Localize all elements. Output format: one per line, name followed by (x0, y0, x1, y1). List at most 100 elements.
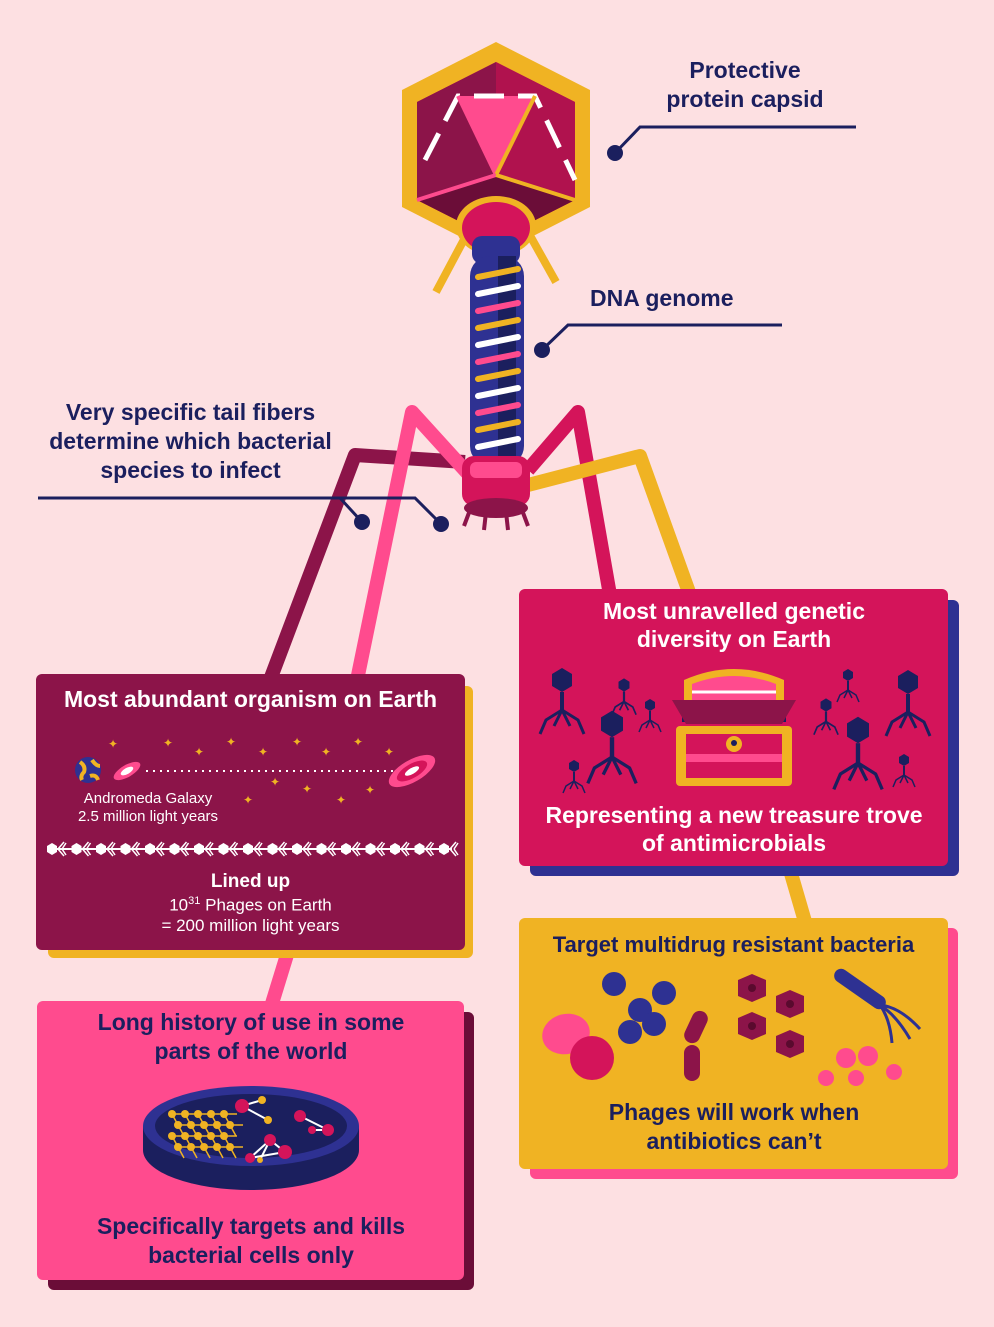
svg-text:✦: ✦ (353, 735, 363, 749)
petri-dish-icon (143, 1086, 359, 1190)
card-abundant: ✦✦✦ ✦✦✦ ✦✦✦ ✦✦✦ ✦✦ (36, 674, 473, 958)
phage-icon (611, 678, 637, 716)
dna-stripe (475, 351, 521, 365)
mini-phage-icon (194, 843, 204, 855)
mini-phage-icon (145, 843, 155, 855)
dna-stripe (475, 266, 521, 280)
phage-icon (562, 760, 586, 794)
bacterium-dot (226, 1143, 234, 1151)
bacterium-dot (187, 1121, 195, 1129)
svg-text:✦: ✦ (258, 745, 268, 759)
phage-icon (832, 716, 884, 791)
bacterium-dot (181, 1132, 189, 1140)
phage-swarm (538, 668, 932, 794)
svg-text:✦: ✦ (226, 735, 236, 749)
dna-stripe (475, 419, 521, 433)
phage-icon (892, 754, 916, 788)
phage-icon (813, 698, 839, 736)
mini-phage-icon (390, 843, 400, 855)
mini-phage-icon (71, 843, 82, 855)
bacterium-dot (168, 1132, 176, 1140)
tail-fiber-legs (263, 405, 813, 1013)
multidrug-subtitle: Phages will work when antibiotics can’t (608, 1099, 860, 1154)
svg-text:✦: ✦ (384, 745, 394, 759)
fiber-pointer-dot-1 (354, 514, 370, 530)
bacterium-dot (200, 1143, 208, 1151)
bacterium-dot (220, 1110, 228, 1118)
bacterium-dot (187, 1143, 195, 1151)
mini-phage-icon (120, 843, 131, 855)
svg-text:✦: ✦ (321, 745, 331, 759)
lined-up-heading: Lined up (210, 871, 291, 892)
galaxy-icon-small (113, 761, 141, 781)
dna-stripe (475, 334, 521, 348)
bacterium-dot (220, 1132, 228, 1140)
dna-stripe (475, 283, 521, 297)
mini-phage-icon (341, 843, 351, 855)
andromeda-galaxy-icon (388, 754, 436, 788)
treasure-chest-icon (672, 669, 796, 786)
mini-phage-icon (267, 843, 278, 855)
capsid-pointer-dot (607, 145, 623, 161)
dna-tail-sheath (470, 256, 524, 466)
card-multidrug (519, 918, 958, 1179)
bacterium-dot (174, 1143, 182, 1151)
phage-icon (638, 699, 662, 733)
galaxy-name: Andromeda Galaxy (83, 790, 213, 807)
bacterium-dot (226, 1121, 234, 1129)
dna-genome-label: DNA genome (590, 285, 734, 311)
mini-phage-icon (439, 843, 449, 855)
mini-phage-icon (96, 843, 106, 855)
mini-phage-icon (169, 843, 180, 855)
diversity-title: Most unravelled genetic diversity on Ear… (602, 598, 865, 652)
bacterium-dot (168, 1110, 176, 1118)
bacterium-dot (194, 1110, 202, 1118)
phage-icon (836, 669, 860, 703)
phage-icon (538, 668, 586, 735)
mini-phage-icon (292, 843, 302, 855)
phage-count-base: 10 (169, 895, 189, 915)
history-title: Long history of use in some parts of the… (97, 1009, 405, 1064)
multidrug-title: Target multidrug resistant bacteria (552, 932, 915, 957)
phage-baseplate (462, 456, 530, 531)
abundant-title: Most abundant organism on Earth (63, 686, 438, 712)
bacterium-dot (213, 1121, 221, 1129)
dna-stripe (475, 368, 521, 382)
phage-icon (884, 670, 932, 737)
bacteria-illustration (542, 968, 922, 1086)
dna-stripe (475, 436, 521, 450)
dna-genome (475, 266, 521, 450)
dna-stripe (475, 317, 521, 331)
dna-stripe (475, 300, 521, 314)
lined-up-phages (47, 841, 459, 857)
galaxy-distance: 2.5 million light years (77, 808, 219, 825)
bacterium-dot (194, 1132, 202, 1140)
bacterium-dot (174, 1121, 182, 1129)
phage-icon (586, 710, 638, 785)
svg-text:✦: ✦ (292, 735, 302, 749)
mini-phage-icon (218, 843, 229, 855)
history-subtitle: Specifically targets and kills bacterial… (96, 1213, 406, 1268)
dna-pointer-dot (534, 342, 550, 358)
svg-text:✦: ✦ (270, 775, 280, 789)
bacterium-dot (213, 1143, 221, 1151)
leader-lines (38, 125, 856, 532)
bacterium-dot (200, 1121, 208, 1129)
bacterium-dot (181, 1110, 189, 1118)
svg-text:✦: ✦ (302, 782, 312, 796)
bacterium-dot (207, 1110, 215, 1118)
bacterium-dot (207, 1132, 215, 1140)
tail-fibers-label: Very specific tail fibers determine whic… (49, 399, 332, 483)
mini-phage-icon (47, 843, 57, 855)
fiber-pointer-dot-2 (433, 516, 449, 532)
svg-text:✦: ✦ (194, 745, 204, 759)
svg-text:✦: ✦ (163, 736, 173, 750)
phage-length: = 200 million light years (161, 916, 340, 935)
phage-count-exponent: 31 (188, 895, 201, 907)
svg-text:✦: ✦ (243, 793, 253, 807)
card-diversity (519, 589, 959, 876)
diversity-subtitle: Representing a new treasure trove of ant… (545, 802, 923, 856)
svg-text:✦: ✦ (108, 737, 118, 751)
card-history (37, 1001, 474, 1290)
